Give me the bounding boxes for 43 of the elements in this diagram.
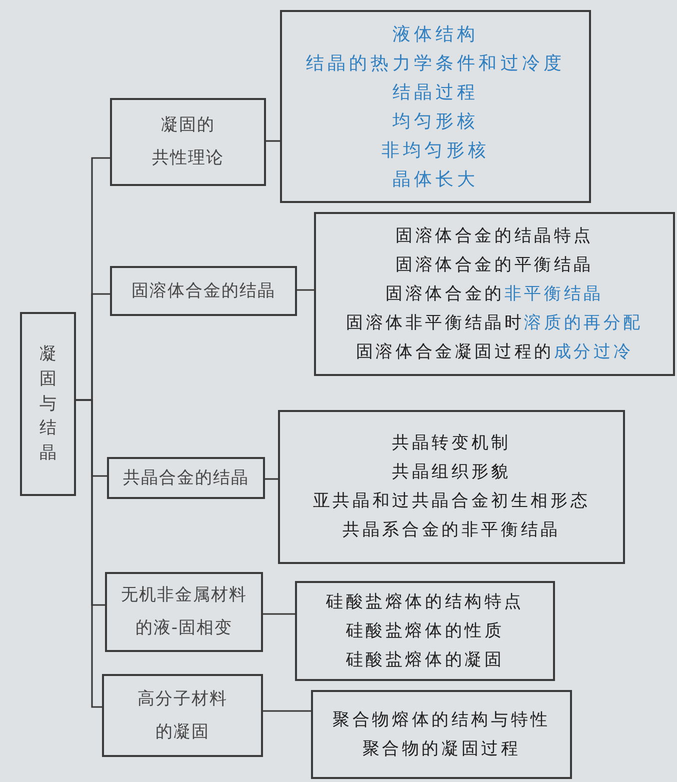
detail-item: 均匀形核 (392, 110, 479, 134)
detail-item: 亚共晶和过共晶合金初生相形态 (312, 490, 590, 513)
detail-box (278, 410, 625, 564)
connector-line (266, 140, 280, 142)
topic-box (110, 266, 297, 316)
detail-box (314, 212, 675, 376)
topic-label: 共晶合金的结晶 (123, 466, 249, 490)
detail-item: 硅酸盐熔体的结构特点 (326, 590, 524, 614)
detail-item: 固溶体合金的结晶特点 (396, 224, 594, 248)
topic-box (105, 572, 263, 652)
connector-line (265, 478, 278, 480)
detail-box (295, 581, 555, 681)
detail-item: 固溶体合金的平衡结晶 (396, 254, 594, 276)
detail-item: 结晶的热力学条件和过冷度 (306, 52, 566, 76)
topic-label: 无机非金属材料的液-固相变 (120, 584, 248, 640)
detail-box (311, 690, 572, 779)
detail-item: 固溶体非平衡结晶时溶质的再分配 (346, 312, 643, 334)
connector-line (297, 289, 314, 291)
topic-label: 固溶体合金的结晶 (132, 280, 276, 302)
detail-box (280, 10, 591, 203)
topic-box (107, 457, 265, 499)
detail-item: 聚合物的凝固过程 (362, 738, 521, 760)
connector-line (76, 399, 102, 708)
root-topic-text: 凝固与结晶 (40, 343, 56, 465)
detail-item: 固溶体合金凝固过程的成分过冷 (356, 340, 634, 364)
topic-box (110, 98, 266, 186)
detail-item: 共晶转变机制 (392, 432, 511, 455)
detail-item: 晶体长大 (392, 168, 479, 192)
detail-item: 共晶组织形貌 (392, 461, 511, 484)
detail-item: 液体结构 (392, 22, 479, 46)
detail-item: 聚合物熔体的结构与特性 (332, 708, 550, 732)
connector-line (263, 710, 311, 712)
topic-label: 高分子材料的凝固 (136, 688, 228, 744)
topic-label: 凝固的共性理论 (152, 114, 224, 170)
detail-item: 硅酸盐熔体的性质 (346, 620, 504, 642)
detail-item: 共晶系合金的非平衡结晶 (342, 519, 560, 542)
detail-item: 固溶体合金的非平衡结晶 (386, 282, 604, 306)
connector-line (263, 613, 295, 615)
detail-item: 结晶过程 (392, 80, 479, 104)
topic-box (102, 674, 263, 757)
detail-item: 非均匀形核 (382, 138, 490, 162)
detail-item: 硅酸盐熔体的凝固 (346, 648, 504, 672)
root-topic-box (20, 312, 76, 496)
